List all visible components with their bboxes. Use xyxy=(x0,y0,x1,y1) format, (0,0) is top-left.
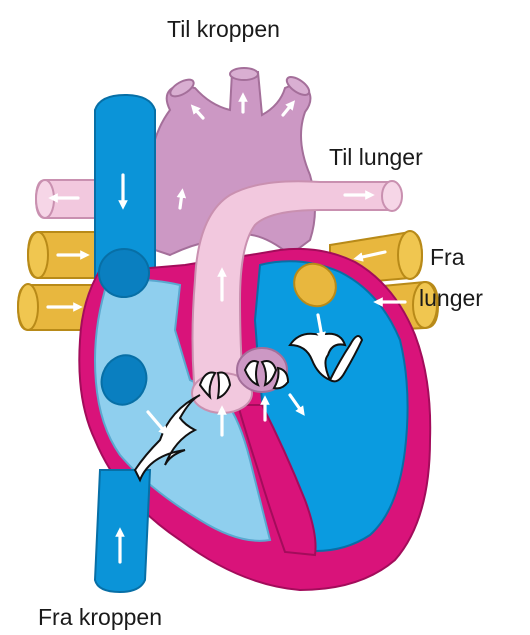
inferior-vena-cava xyxy=(95,470,150,592)
label-from-body: Fra kroppen xyxy=(38,606,162,629)
flow-arrow-icon xyxy=(180,193,182,208)
label-to-lungs: Til lunger xyxy=(329,146,423,169)
label-from-lungs-line1: Fra xyxy=(430,246,465,269)
label-to-body: Til kroppen xyxy=(167,18,280,41)
label-from-lungs-line2: lunger xyxy=(419,287,483,310)
